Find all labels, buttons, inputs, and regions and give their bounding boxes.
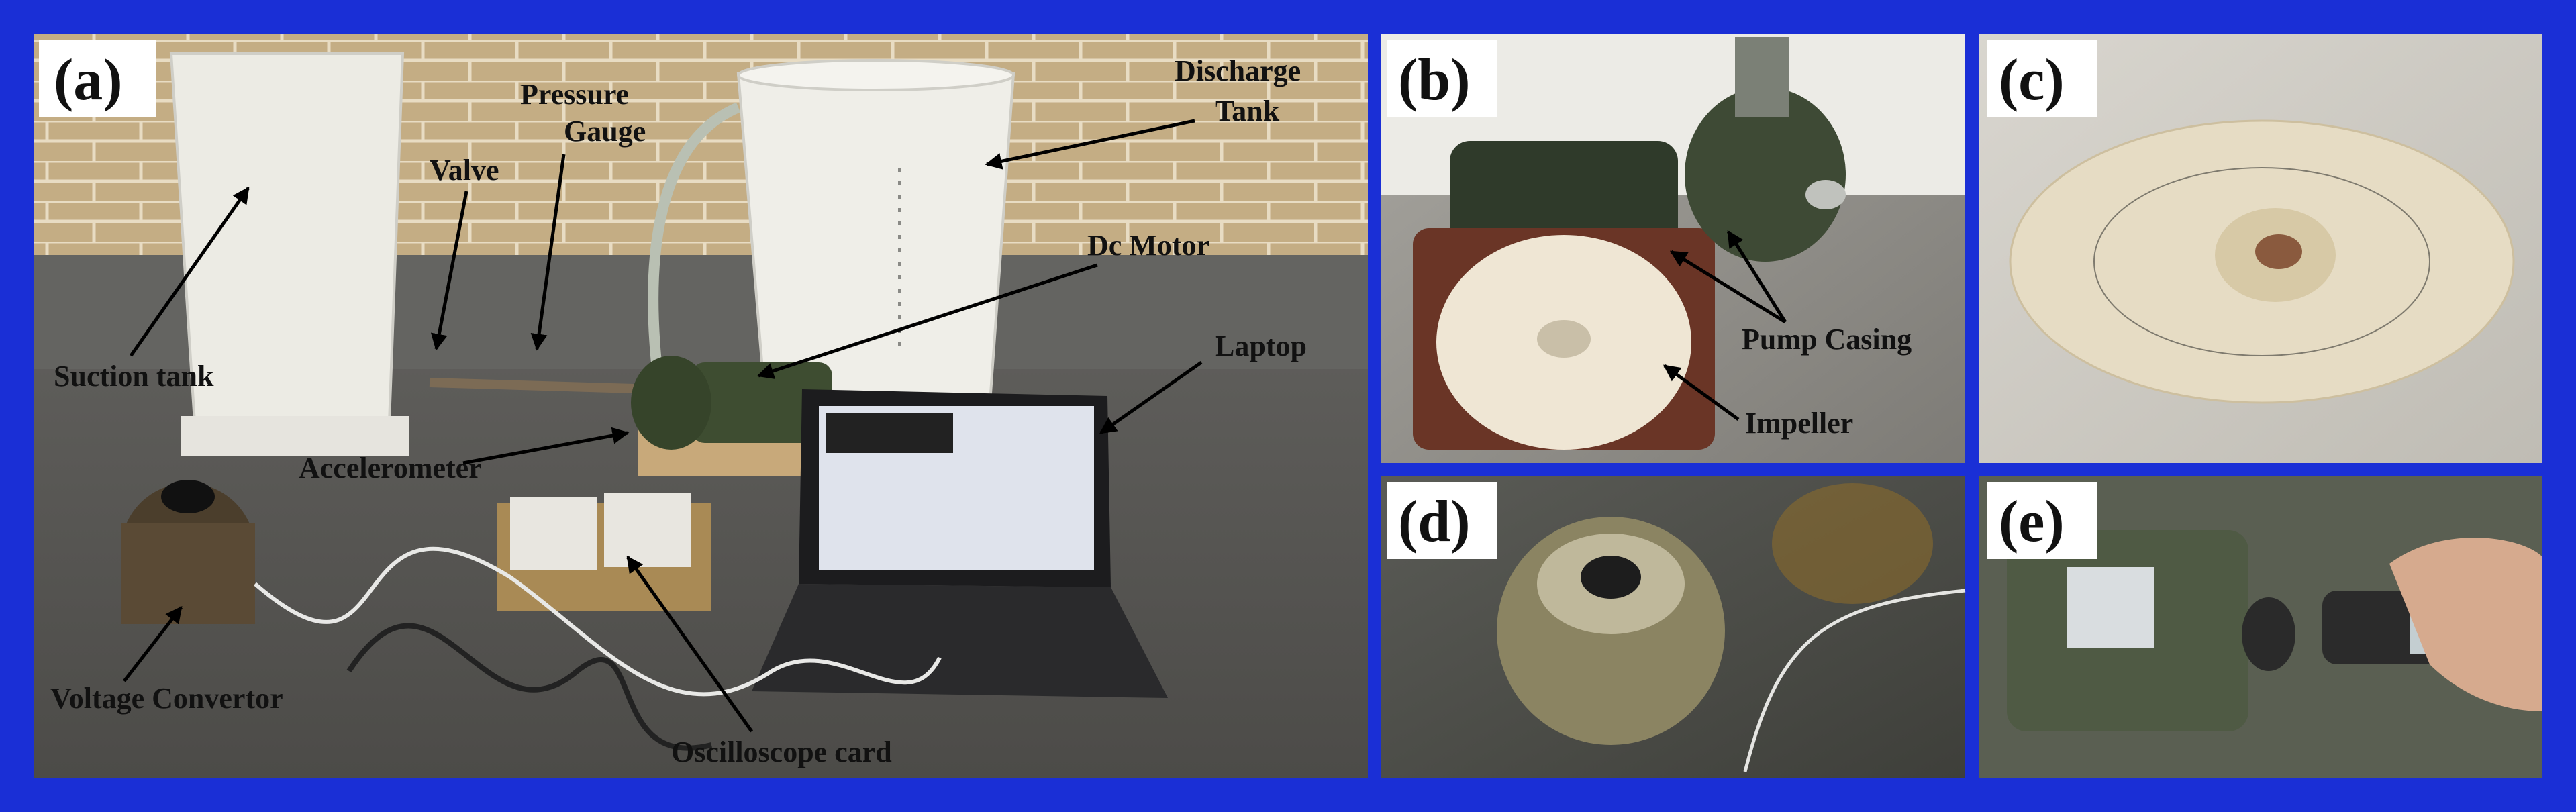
label-accelerometer: Accelerometer — [299, 452, 482, 485]
arrow-impeller — [1663, 364, 1740, 421]
panel-d-label-box — [1387, 482, 1497, 559]
arrow-dc-motor — [756, 263, 1098, 379]
pump-casing-b — [1685, 87, 1846, 262]
pump-inlet-b — [1805, 180, 1846, 209]
hand-e — [2389, 538, 2542, 711]
arrow-pump-casing-2 — [1726, 230, 1787, 323]
arrow-laptop — [1099, 360, 1203, 435]
voltage-convertor-knob-d — [1581, 556, 1641, 599]
panel-a: (a) Suction tank Valve Pressure Gauge Di… — [34, 34, 1368, 778]
dc-motor-body — [691, 362, 832, 443]
discharge-tank — [736, 72, 1015, 404]
oscilloscope-card-2 — [604, 493, 691, 567]
laptop-display-plot — [826, 413, 953, 453]
panel-b-label-box — [1387, 40, 1497, 117]
panel-c-label: (c) — [1999, 48, 2065, 113]
arrow-voltage-convertor — [123, 606, 183, 682]
panel-d: (d) — [1381, 476, 1966, 778]
arrow-valve — [430, 191, 468, 351]
arrow-suction-tank — [129, 186, 250, 357]
label-laptop: Laptop — [1215, 329, 1307, 362]
pump-outlet-b — [1735, 37, 1789, 117]
motor-shaft-e — [2242, 597, 2295, 671]
panel-b-label: (b) — [1398, 48, 1471, 113]
label-discharge-tank-line1: Discharge — [1175, 54, 1301, 87]
label-oscilloscope-card: Oscilloscope card — [671, 735, 892, 768]
oscilloscope-card-1 — [510, 497, 597, 570]
arrow-oscilloscope-card — [626, 555, 754, 733]
panel-c-label-box — [1987, 40, 2097, 117]
laptop-keyboard — [752, 584, 1168, 698]
panel-e-label: (e) — [1999, 489, 2065, 554]
label-discharge-tank-line2: Tank — [1215, 95, 1280, 128]
label-voltage-convertor: Voltage Convertor — [50, 682, 283, 715]
arrow-accelerometer — [462, 427, 630, 465]
impeller-hub-b — [1537, 320, 1591, 358]
arrow-discharge-tank — [985, 119, 1195, 170]
label-valve: Valve — [430, 154, 499, 187]
voltage-convertor-knob — [161, 480, 215, 513]
label-impeller: Impeller — [1745, 407, 1853, 440]
discharge-tank-rim — [737, 59, 1015, 91]
panel-a-label-box — [39, 40, 156, 117]
impeller-ring-c — [2093, 167, 2430, 356]
arrow-pump-casing-1 — [1669, 250, 1787, 324]
cable-d — [1743, 589, 1966, 772]
rust-stain-d — [1772, 483, 1933, 604]
cables-dark — [346, 623, 712, 751]
panel-b: (b) Pump Casing Impeller — [1381, 34, 1965, 463]
impeller-bore-c — [2255, 234, 2302, 269]
label-suction-tank: Suction tank — [54, 360, 214, 393]
motor-nameplate-e — [2067, 567, 2154, 648]
label-pump-casing: Pump Casing — [1742, 323, 1912, 356]
label-pressure-gauge-line2: Gauge — [564, 115, 646, 148]
panel-c: (c) — [1979, 34, 2542, 463]
panel-e: (e) — [1979, 476, 2542, 778]
panel-e-label-box — [1987, 482, 2097, 559]
suction-tank-base — [181, 416, 409, 456]
panel-d-label: (d) — [1398, 489, 1471, 554]
voltage-convertor-body — [121, 523, 255, 624]
cables — [254, 546, 942, 697]
arrow-pressure-gauge — [530, 154, 566, 351]
pipe-line — [429, 378, 658, 394]
panel-a-label: (a) — [54, 48, 123, 113]
label-dc-motor: Dc Motor — [1087, 229, 1209, 262]
pump-casing-a — [631, 356, 711, 450]
label-pressure-gauge-line1: Pressure — [520, 78, 629, 111]
pipe — [648, 102, 741, 376]
